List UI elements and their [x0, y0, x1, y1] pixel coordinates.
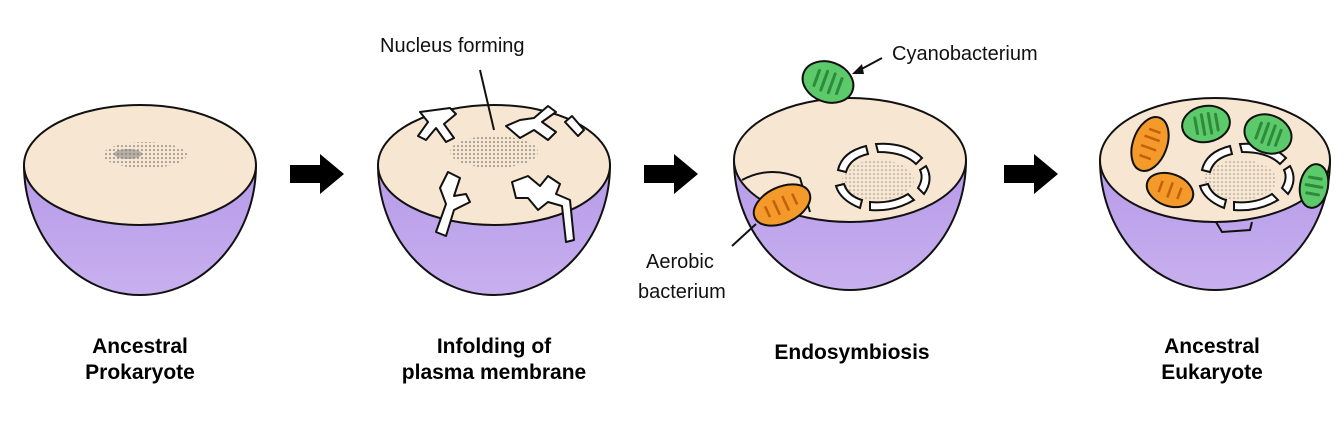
aerobic-bacterium-icon — [752, 183, 812, 227]
cyanobacterium-icon — [801, 60, 855, 104]
nucleoid — [450, 136, 538, 168]
cell-endosymbiosis: Cyanobacterium Aerobic bacterium — [638, 43, 1038, 303]
annotation-cyanobacterium: Cyanobacterium — [892, 43, 1038, 65]
arrow-right-icon — [290, 154, 344, 194]
nucleoid — [103, 142, 187, 168]
mitochondrion-icon — [1130, 116, 1170, 172]
annotation-aerobic-line1: Aerobic — [646, 251, 714, 273]
cell-ancestral-prokaryote — [22, 104, 258, 296]
annotation-pointer-aerobic — [731, 223, 757, 247]
membrane-notch — [1215, 221, 1253, 234]
arrow-right-icon — [644, 154, 698, 194]
nucleus — [1198, 142, 1295, 212]
arrowhead-icon — [852, 64, 864, 74]
chloroplast-icon — [1243, 113, 1293, 155]
stage-label-infolding: Infolding of plasma membrane — [401, 335, 587, 384]
annotation-nucleus-forming: Nucleus forming — [380, 35, 525, 57]
arrow-right-icon — [1004, 154, 1058, 194]
annotation-pointer-nucleus — [479, 69, 495, 131]
annotation-aerobic-line2: bacterium — [638, 281, 726, 303]
stage-label-endosymbiosis: Endosymbiosis — [774, 341, 930, 364]
nucleus — [834, 142, 931, 212]
cell-infolding: Nucleus forming — [376, 35, 612, 296]
chloroplast-icon — [1181, 104, 1231, 144]
membrane-infoldings — [417, 105, 585, 243]
nucleoid-core — [114, 149, 142, 159]
cell-ancestral-eukaryote — [1098, 97, 1332, 291]
engulfing-pocket — [741, 171, 811, 213]
chloroplast-icon — [1298, 163, 1330, 209]
mitochondrion-icon — [1145, 171, 1195, 209]
stage-label-ancestral-eukaryote: Ancestral Eukaryote — [1161, 335, 1263, 384]
stage-label-ancestral-prokaryote: Ancestral Prokaryote — [85, 335, 195, 384]
